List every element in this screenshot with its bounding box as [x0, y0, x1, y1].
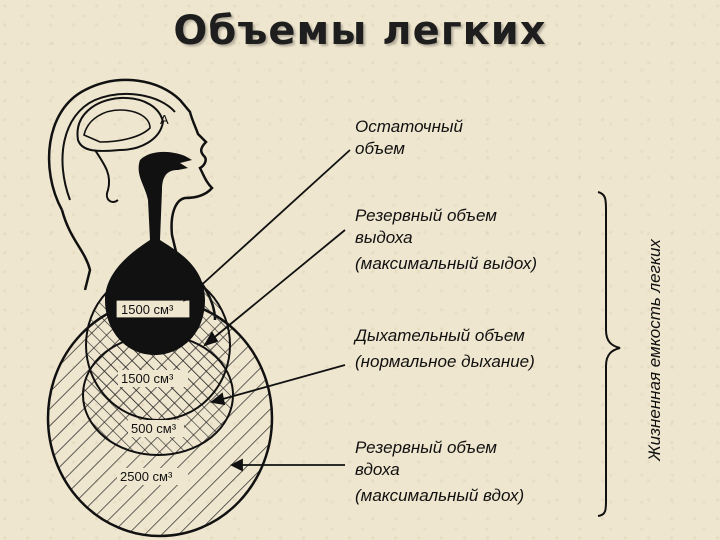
residual-volume-region: [105, 151, 205, 355]
pointer-tidal: [211, 364, 346, 403]
body-outline-left: [60, 209, 92, 291]
brain-icon: [76, 96, 165, 203]
pointer-expiratory: [204, 229, 346, 346]
head-outline: [47, 78, 217, 321]
label-tidal-volume: Дыхательный объем (нормальное дыхание): [355, 326, 535, 371]
pointer-residual: [184, 149, 351, 301]
vital-capacity-label: Жизненная емкость легких: [645, 239, 664, 461]
volume-expiratory-reserve: 1500 см³: [121, 371, 174, 386]
svg-text:А: А: [160, 112, 169, 127]
label-residual-volume: Остаточный объем: [355, 117, 463, 158]
label-inspiratory-reserve: Резервный объем вдоха (максимальный вдох…: [355, 438, 525, 505]
page-title: Объемы легких: [173, 8, 547, 54]
volume-tidal: 500 см³: [131, 421, 177, 436]
vital-capacity-bracket: [597, 191, 621, 517]
label-expiratory-reserve: Резервный объем выдоха (максимальный выд…: [355, 206, 538, 273]
volume-residual: 1500 см³: [121, 302, 174, 317]
volume-inspiratory-reserve: 2500 см³: [120, 469, 173, 484]
